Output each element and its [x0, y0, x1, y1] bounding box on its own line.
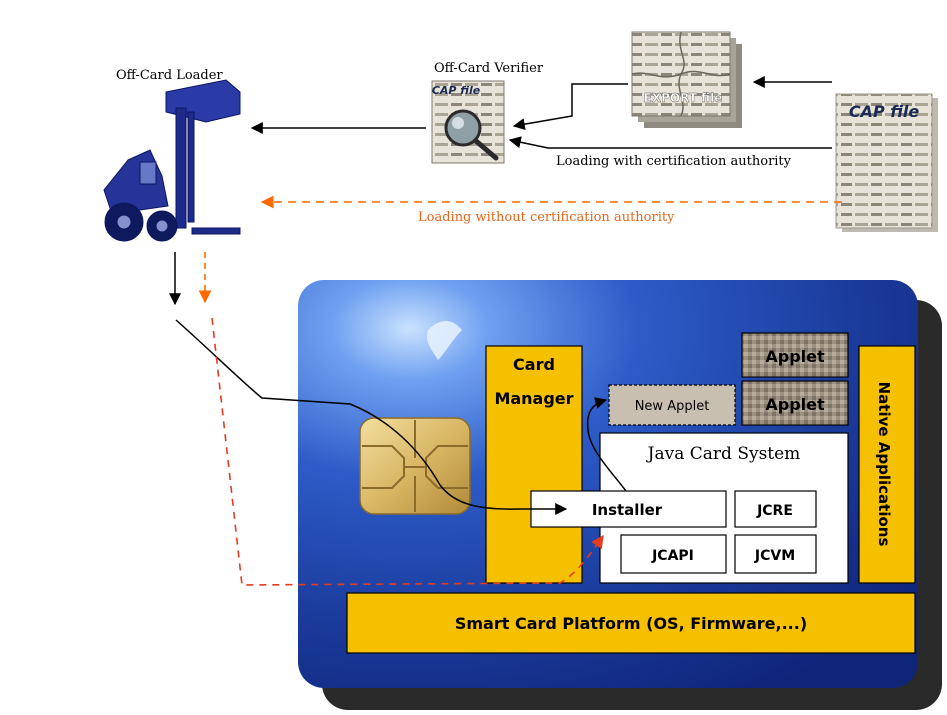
card-leaf-decoration — [426, 321, 462, 360]
cap-file-small-label: CAP file — [432, 84, 481, 97]
new-applet-label: New Applet — [635, 399, 710, 414]
applet-label-1: Applet — [765, 347, 825, 366]
new-applet-box — [608, 384, 736, 426]
jcre-label: JCRE — [756, 503, 793, 519]
native-applications-box — [858, 345, 916, 584]
puzzle-icon — [631, 31, 742, 128]
jcapi-box — [620, 534, 727, 574]
loading-without-ca-label: Loading without certification authority — [418, 210, 675, 225]
jcre-box — [734, 490, 817, 528]
card-manager-label-1: Card — [513, 355, 555, 374]
applet-box-1 — [741, 332, 849, 378]
path-loader-to-installer — [175, 319, 568, 515]
arrow-cap-to-verifier — [508, 136, 832, 149]
platform-label: Smart Card Platform (OS, Firmware,...) — [455, 614, 807, 633]
off-card-verifier-label: Off-Card Verifier — [434, 61, 544, 76]
cap-file-large-icon — [835, 93, 938, 232]
off-card-loader-label: Off-Card Loader — [116, 68, 223, 83]
card-manager-box — [485, 345, 583, 584]
jcvm-box — [734, 534, 817, 574]
applet-box-2 — [741, 380, 849, 426]
java-card-system-label: Java Card System — [646, 444, 801, 464]
arrow-export-verifier — [512, 83, 628, 131]
cap-file-large-label: CAP file — [849, 102, 920, 121]
installer-label: Installer — [592, 501, 663, 519]
applet-label-2: Applet — [765, 395, 825, 414]
path-red-without-ca — [211, 317, 604, 586]
card-manager-label-2: Manager — [494, 389, 573, 408]
jcapi-label: JCAPI — [651, 548, 694, 564]
export-file-label: EXPORT file — [644, 91, 723, 105]
path-installer-to-new-applet — [586, 397, 627, 492]
loading-with-ca-label: Loading with certification authority — [556, 154, 792, 169]
platform-box — [346, 592, 916, 654]
chip-icon — [359, 417, 471, 515]
magnifier-icon — [444, 109, 499, 161]
native-applications-label: Native Applications — [875, 382, 893, 547]
forklift-icon — [103, 79, 241, 242]
jcvm-label: JCVM — [754, 548, 795, 564]
